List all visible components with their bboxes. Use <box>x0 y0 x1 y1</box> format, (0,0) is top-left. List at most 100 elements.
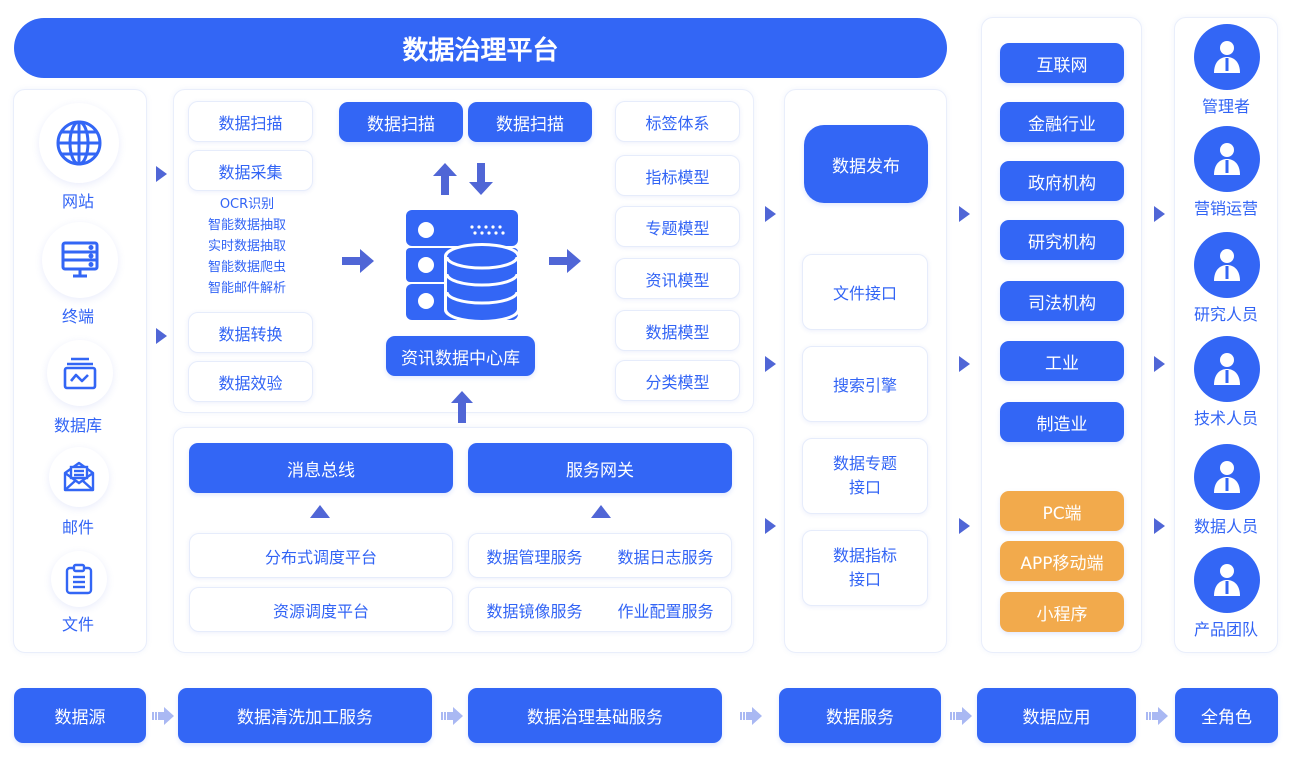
mail-icon <box>63 461 95 492</box>
role-avatar[interactable] <box>1194 547 1260 613</box>
pipeline-arrow-icon <box>1146 707 1168 725</box>
industry-button[interactable]: 研究机构 <box>1000 220 1124 260</box>
message-bus-button[interactable]: 消息总线 <box>189 443 453 493</box>
center-top-button[interactable]: 数据扫描 <box>468 102 592 142</box>
flow-arrow-right-icon <box>959 356 970 372</box>
source-label: 数据库 <box>53 416 102 435</box>
database-chart-icon <box>63 357 97 390</box>
role-label: 技术人员 <box>1193 409 1258 428</box>
pipeline-step[interactable]: 数据应用 <box>977 688 1136 743</box>
user-icon <box>1214 143 1240 175</box>
hub-label-button[interactable]: 资讯数据中心库 <box>386 336 535 376</box>
data-publish-button[interactable]: 数据发布 <box>804 125 928 203</box>
role-avatar[interactable] <box>1194 444 1260 510</box>
role-label: 数据人员 <box>1193 517 1258 536</box>
database-server-icon <box>406 210 520 323</box>
user-icon <box>1214 249 1240 281</box>
interface-card[interactable]: 数据专题 接口 <box>802 438 928 514</box>
model-card[interactable]: 指标模型 <box>615 155 740 196</box>
collection-method: OCR识别 <box>219 197 275 212</box>
model-card[interactable]: 资讯模型 <box>615 258 740 299</box>
pipeline-step[interactable]: 数据治理基础服务 <box>468 688 722 743</box>
flow-arrow-right-icon <box>1154 206 1165 222</box>
scheduling-card[interactable]: 资源调度平台 <box>189 587 453 632</box>
service-item[interactable]: 数据日志服务 <box>617 547 714 567</box>
source-label: 邮件 <box>61 518 94 537</box>
platform-title-bar: 数据治理平台 <box>14 18 947 78</box>
service-gateway-button[interactable]: 服务网关 <box>468 443 732 493</box>
model-card[interactable]: 数据模型 <box>615 310 740 351</box>
service-item[interactable]: 数据镜像服务 <box>486 601 583 621</box>
model-card[interactable]: 分类模型 <box>615 360 740 401</box>
industry-button[interactable]: 司法机构 <box>1000 281 1124 321</box>
source-file[interactable] <box>51 551 107 607</box>
collection-method: 智能数据抽取 <box>207 218 286 233</box>
interface-card[interactable]: 数据指标 接口 <box>802 530 928 606</box>
role-avatar[interactable] <box>1194 232 1260 298</box>
flow-arrow-right-icon <box>1154 356 1165 372</box>
services-row: 数据管理服务 数据日志服务 <box>468 533 732 578</box>
role-avatar[interactable] <box>1194 24 1260 90</box>
collection-method: 智能邮件解析 <box>207 281 286 296</box>
interface-card[interactable]: 搜索引擎 <box>802 346 928 422</box>
pipeline-arrow-icon <box>740 707 762 725</box>
source-label: 文件 <box>61 615 94 634</box>
flow-arrow-right-icon <box>156 328 167 344</box>
user-icon <box>1214 41 1240 73</box>
pipeline-arrow-icon <box>441 707 463 725</box>
role-label: 研究人员 <box>1193 305 1258 324</box>
flow-arrow-right-icon <box>1154 518 1165 534</box>
role-label: 产品团队 <box>1193 620 1258 639</box>
service-item[interactable]: 作业配置服务 <box>617 601 714 621</box>
pipeline-arrow-icon <box>950 707 972 725</box>
collection-card[interactable]: 数据采集 <box>188 150 313 191</box>
arrow-up-icon <box>591 505 611 518</box>
interface-card[interactable]: 文件接口 <box>802 254 928 330</box>
pipeline-step[interactable]: 数据清洗加工服务 <box>178 688 432 743</box>
collection-card[interactable]: 数据扫描 <box>188 101 313 142</box>
role-avatar[interactable] <box>1194 126 1260 192</box>
industry-button[interactable]: 政府机构 <box>1000 161 1124 201</box>
arrow-up-icon <box>310 505 330 518</box>
model-card[interactable]: 专题模型 <box>615 206 740 247</box>
arrow-right-icon <box>342 249 374 273</box>
source-label: 终端 <box>61 307 94 326</box>
pipeline-step[interactable]: 数据源 <box>14 688 146 743</box>
collection-card[interactable]: 数据转换 <box>188 312 313 353</box>
flow-arrow-right-icon <box>156 166 167 182</box>
collection-method: 实时数据抽取 <box>207 239 286 254</box>
role-avatar[interactable] <box>1194 336 1260 402</box>
collection-methods-list: OCR识别 智能数据抽取 实时数据抽取 智能数据爬虫 智能邮件解析 <box>188 194 306 299</box>
source-label: 网站 <box>61 192 94 211</box>
arrow-down-icon <box>469 163 493 195</box>
service-item[interactable]: 数据管理服务 <box>486 547 583 567</box>
channel-button[interactable]: 小程序 <box>1000 592 1124 632</box>
source-website[interactable] <box>39 103 119 183</box>
model-card[interactable]: 标签体系 <box>615 101 740 142</box>
flow-arrow-right-icon <box>959 206 970 222</box>
industry-button[interactable]: 金融行业 <box>1000 102 1124 142</box>
source-terminal[interactable] <box>42 222 118 298</box>
industry-button[interactable]: 制造业 <box>1000 402 1124 442</box>
source-mail[interactable] <box>49 447 109 507</box>
role-label: 管理者 <box>1201 97 1250 116</box>
arrow-right-icon <box>549 249 581 273</box>
flow-arrow-right-icon <box>959 518 970 534</box>
center-top-button[interactable]: 数据扫描 <box>339 102 463 142</box>
pipeline-step[interactable]: 数据服务 <box>779 688 941 743</box>
channel-button[interactable]: PC端 <box>1000 491 1124 531</box>
terminal-server-icon <box>61 241 99 278</box>
collection-method: 智能数据爬虫 <box>207 260 286 275</box>
pipeline-arrow-icon <box>152 707 174 725</box>
source-database[interactable] <box>47 340 113 406</box>
flow-arrow-right-icon <box>765 206 776 222</box>
industry-button[interactable]: 工业 <box>1000 341 1124 381</box>
industry-button[interactable]: 互联网 <box>1000 43 1124 83</box>
collection-card[interactable]: 数据效验 <box>188 361 313 402</box>
pipeline-step[interactable]: 全角色 <box>1175 688 1278 743</box>
scheduling-card[interactable]: 分布式调度平台 <box>189 533 453 578</box>
services-row: 数据镜像服务 作业配置服务 <box>468 587 732 632</box>
channel-button[interactable]: APP移动端 <box>1000 541 1124 581</box>
user-icon <box>1214 353 1240 385</box>
user-icon <box>1214 461 1240 493</box>
